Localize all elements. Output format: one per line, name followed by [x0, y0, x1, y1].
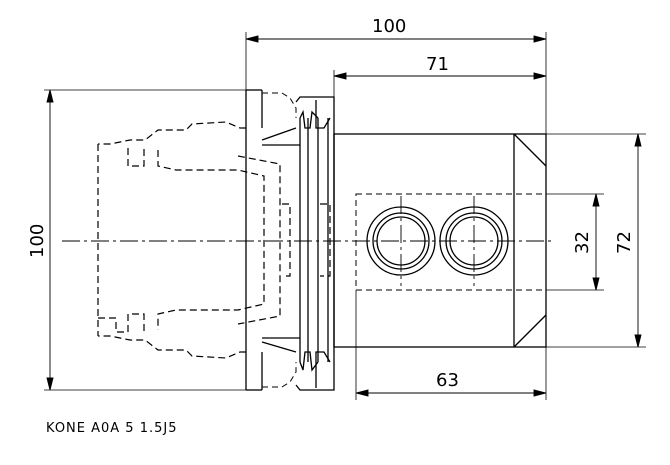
center-line: [62, 196, 552, 286]
dim-bore-length: 63: [436, 370, 459, 391]
dim-height: 100: [27, 224, 48, 258]
collar: [261, 96, 335, 391]
main-body: [333, 133, 547, 348]
dim-overall-length: 100: [372, 16, 406, 37]
dim-body-height: 72: [614, 231, 635, 254]
dimension-lines: [46, 35, 642, 397]
dim-bore-height: 32: [572, 231, 593, 254]
extension-lines: [44, 32, 646, 400]
shank-hidden-outline: [97, 121, 331, 359]
flange-outline: [245, 89, 263, 391]
dim-body-length: 71: [426, 54, 449, 75]
drawing-note: KONE A0A 5 1.5J5: [46, 421, 178, 436]
bore-hidden-outline: [355, 193, 547, 291]
flange-hidden-lines: [262, 92, 297, 388]
